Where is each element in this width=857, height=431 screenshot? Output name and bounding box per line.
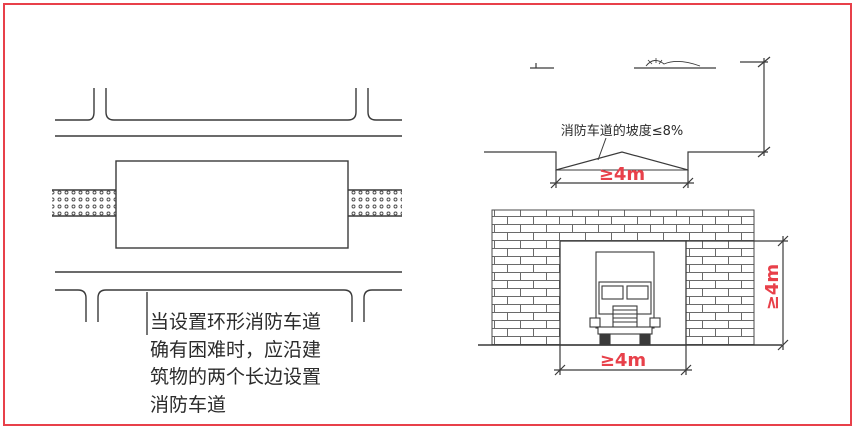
left-dotted-strip xyxy=(52,190,116,216)
note-line-2: 确有困难时，应沿建 xyxy=(150,338,322,361)
lower-road-right-curb xyxy=(363,289,402,322)
right-dotted-strip xyxy=(348,190,402,216)
upper-road-left-curb xyxy=(55,88,95,121)
note-line-3: 筑物的两个长边设置 xyxy=(150,366,322,388)
building-outline xyxy=(115,160,349,249)
note-line-4: 消防车道 xyxy=(150,393,227,416)
upper-road-mid-curb xyxy=(105,88,357,121)
fire-truck-icon xyxy=(589,251,661,346)
section-width-label: ≥4m xyxy=(599,164,645,185)
note-text: 当设置环形消防车道 确有困难时，应沿建 筑物的两个长边设置 消防车道 xyxy=(150,309,350,419)
clearance-width-label: ≥4m xyxy=(600,350,646,371)
lower-road-mid-curb xyxy=(97,289,353,322)
lower-road-left-curb xyxy=(55,289,87,322)
section-view xyxy=(484,56,771,189)
clearance-view xyxy=(478,209,789,376)
note-line-1: 当设置环形消防车道 xyxy=(150,311,322,333)
upper-road-right-curb xyxy=(367,88,402,121)
slope-label: 消防车道的坡度≤8% xyxy=(561,123,684,139)
clearance-height-label: ≥4m xyxy=(762,264,783,310)
plan-view xyxy=(52,88,402,335)
border-frame xyxy=(3,3,852,426)
